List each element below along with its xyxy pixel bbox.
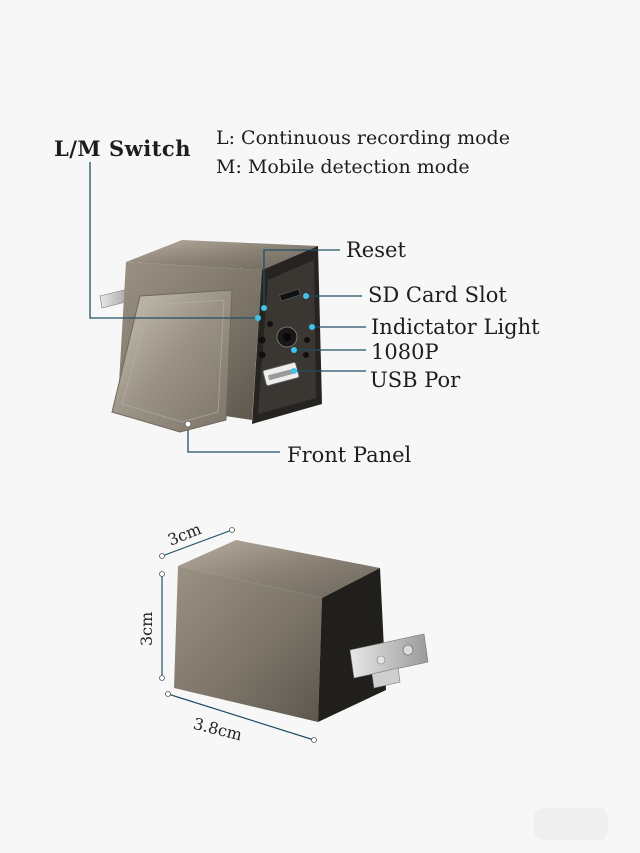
lens-center xyxy=(283,333,291,341)
callout-dots xyxy=(184,293,315,428)
dot-lm-switch xyxy=(255,315,261,321)
closed-end-face xyxy=(318,568,386,722)
leader-lm-switch xyxy=(89,162,258,319)
prong-hole-2 xyxy=(376,655,386,665)
reset-label: Reset xyxy=(346,238,406,262)
dot-sd xyxy=(303,293,309,299)
ir-led xyxy=(267,321,273,327)
dimension-endpoints xyxy=(159,527,317,743)
prong-lower xyxy=(371,667,401,689)
dim-line-depth xyxy=(161,529,233,557)
front-panel-cover xyxy=(111,289,233,433)
front-panel-label: Front Panel xyxy=(287,443,412,467)
camera-charger-open xyxy=(99,240,322,433)
dot-indicator xyxy=(309,324,315,330)
sd-card-slot xyxy=(279,288,301,302)
leader-reset xyxy=(263,249,340,308)
usb-port-label: USB Por xyxy=(370,368,461,392)
sd-card-slot-label: SD Card Slot xyxy=(368,283,507,307)
dot-1080p xyxy=(291,347,297,353)
dimension-lines xyxy=(161,529,315,741)
height-dimension-label: 3cm xyxy=(137,611,156,646)
dot-reset xyxy=(261,305,267,311)
mode-m-description: M: Mobile detection mode xyxy=(216,156,470,178)
closed-body-top xyxy=(178,540,380,598)
indicator-light-label: Indictator Light xyxy=(371,315,540,339)
body-top xyxy=(126,240,318,270)
ir-led xyxy=(258,351,266,359)
camera-charger-closed xyxy=(174,540,429,722)
leader-front-panel xyxy=(187,430,280,453)
front-panel-edge xyxy=(121,299,225,423)
ir-led xyxy=(304,337,310,343)
watermark-logo xyxy=(534,808,608,840)
dot-usb xyxy=(291,368,297,374)
dim-line-width xyxy=(167,693,315,741)
ir-led xyxy=(258,336,266,344)
usb-port-tongue xyxy=(267,368,295,381)
mode-l-description: L: Continuous recording mode xyxy=(216,127,510,149)
closed-body-side xyxy=(174,566,322,722)
prong-hole xyxy=(402,644,414,656)
ir-led xyxy=(303,352,309,358)
resolution-label: 1080P xyxy=(371,340,439,364)
dot-front-panel xyxy=(184,420,192,428)
leader-lines xyxy=(89,162,366,453)
lm-switch-label: L/M Switch xyxy=(54,136,191,161)
